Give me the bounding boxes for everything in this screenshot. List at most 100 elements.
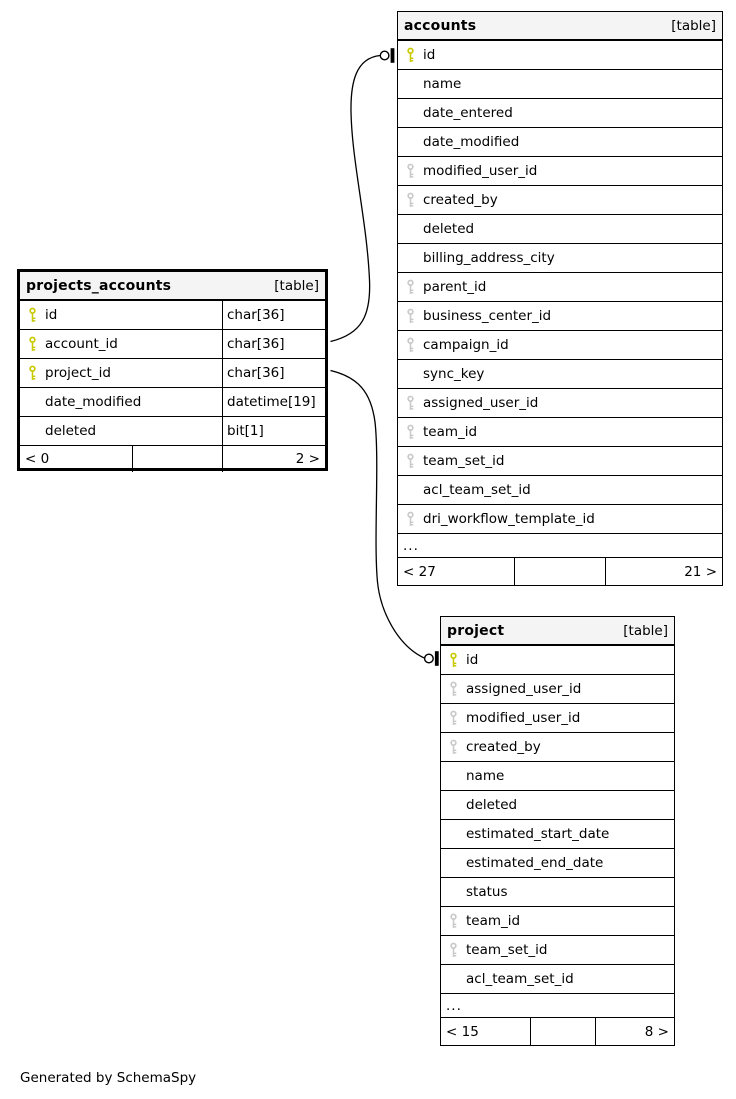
key-spacer	[398, 244, 423, 272]
table-row: account_id char[36]	[20, 330, 325, 359]
table-row: team_set_id	[398, 447, 722, 476]
table-badge: [table]	[274, 277, 319, 294]
table-row: project_id char[36]	[20, 359, 325, 388]
footer-spacer	[132, 446, 222, 472]
foreign-key-icon	[398, 273, 423, 301]
table-row: estimated_end_date	[441, 849, 674, 878]
table-row: name	[398, 70, 722, 99]
table-title: accounts	[404, 17, 477, 34]
table-header: project [table]	[441, 617, 674, 646]
zero-marker-icon	[379, 50, 390, 61]
column-name: name	[466, 768, 505, 784]
column-name: deleted	[466, 797, 518, 813]
table-row: created_by	[398, 186, 722, 215]
column-name: assigned_user_id	[423, 395, 539, 411]
table-footer: < 15 8 >	[441, 1018, 674, 1045]
column-name: team_set_id	[466, 942, 548, 958]
table-footer: < 0 2 >	[20, 446, 325, 472]
more-columns-row: ...	[398, 534, 722, 558]
foreign-key-icon	[441, 704, 466, 732]
column-type: char[36]	[222, 330, 325, 358]
table-row: team_id	[398, 418, 722, 447]
table-footer: < 27 21 >	[398, 558, 722, 585]
primary-key-icon	[20, 359, 45, 387]
key-spacer	[398, 215, 423, 243]
column-name: date_entered	[423, 105, 513, 121]
key-spacer	[441, 965, 466, 993]
table-row: acl_team_set_id	[441, 965, 674, 994]
table-title: projects_accounts	[26, 277, 172, 294]
relationship-line-project	[330, 369, 439, 666]
foreign-key-icon	[398, 447, 423, 475]
column-name: dri_workflow_template_id	[423, 511, 595, 527]
column-name: acl_team_set_id	[466, 971, 574, 987]
column-name: id	[466, 652, 479, 668]
table-row: deleted	[398, 215, 722, 244]
key-spacer	[398, 476, 423, 504]
column-type: datetime[19]	[222, 388, 325, 416]
table-row: modified_user_id	[398, 157, 722, 186]
key-spacer	[441, 878, 466, 906]
column-name: sync_key	[423, 366, 485, 382]
table-row: billing_address_city	[398, 244, 722, 273]
table-header: accounts [table]	[398, 12, 722, 41]
foreign-key-icon	[441, 907, 466, 935]
column-name: created_by	[466, 739, 541, 755]
key-spacer	[441, 762, 466, 790]
column-name: created_by	[423, 192, 498, 208]
column-name: project_id	[45, 365, 111, 381]
column-name: billing_address_city	[423, 250, 555, 266]
table-row: team_set_id	[441, 936, 674, 965]
relationship-line-accounts	[330, 48, 395, 343]
zero-marker-icon	[423, 653, 434, 664]
parent-count: < 27	[403, 563, 436, 580]
table-badge: [table]	[671, 17, 716, 34]
parent-count: < 0	[25, 451, 50, 467]
column-name: modified_user_id	[466, 710, 581, 726]
foreign-key-icon	[398, 389, 423, 417]
column-name: account_id	[45, 336, 118, 352]
foreign-key-icon	[398, 418, 423, 446]
table-row: deleted	[441, 791, 674, 820]
foreign-key-icon	[398, 505, 423, 533]
column-type: char[36]	[222, 359, 325, 387]
table-row: dri_workflow_template_id	[398, 505, 722, 534]
table-row: campaign_id	[398, 331, 722, 360]
column-name: modified_user_id	[423, 163, 538, 179]
key-spacer	[398, 70, 423, 98]
table-row: date_entered	[398, 99, 722, 128]
table-row: modified_user_id	[441, 704, 674, 733]
column-name: status	[466, 884, 508, 900]
column-name: team_set_id	[423, 453, 505, 469]
footer-spacer	[514, 558, 605, 585]
table-row: assigned_user_id	[441, 675, 674, 704]
table-row: created_by	[441, 733, 674, 762]
key-spacer	[398, 360, 423, 388]
column-name: id	[423, 47, 436, 63]
one-marker-icon	[390, 48, 395, 63]
table-title: project	[447, 622, 505, 639]
column-name: deleted	[423, 221, 475, 237]
column-name: team_id	[466, 913, 521, 929]
table-row: team_id	[441, 907, 674, 936]
table-row: assigned_user_id	[398, 389, 722, 418]
column-name: estimated_end_date	[466, 855, 604, 871]
child-count: 2 >	[222, 446, 325, 472]
child-count: 8 >	[595, 1018, 674, 1045]
key-spacer	[441, 820, 466, 848]
one-marker-icon	[434, 651, 439, 666]
primary-key-icon	[398, 41, 423, 69]
table-row: parent_id	[398, 273, 722, 302]
primary-key-icon	[20, 330, 45, 358]
